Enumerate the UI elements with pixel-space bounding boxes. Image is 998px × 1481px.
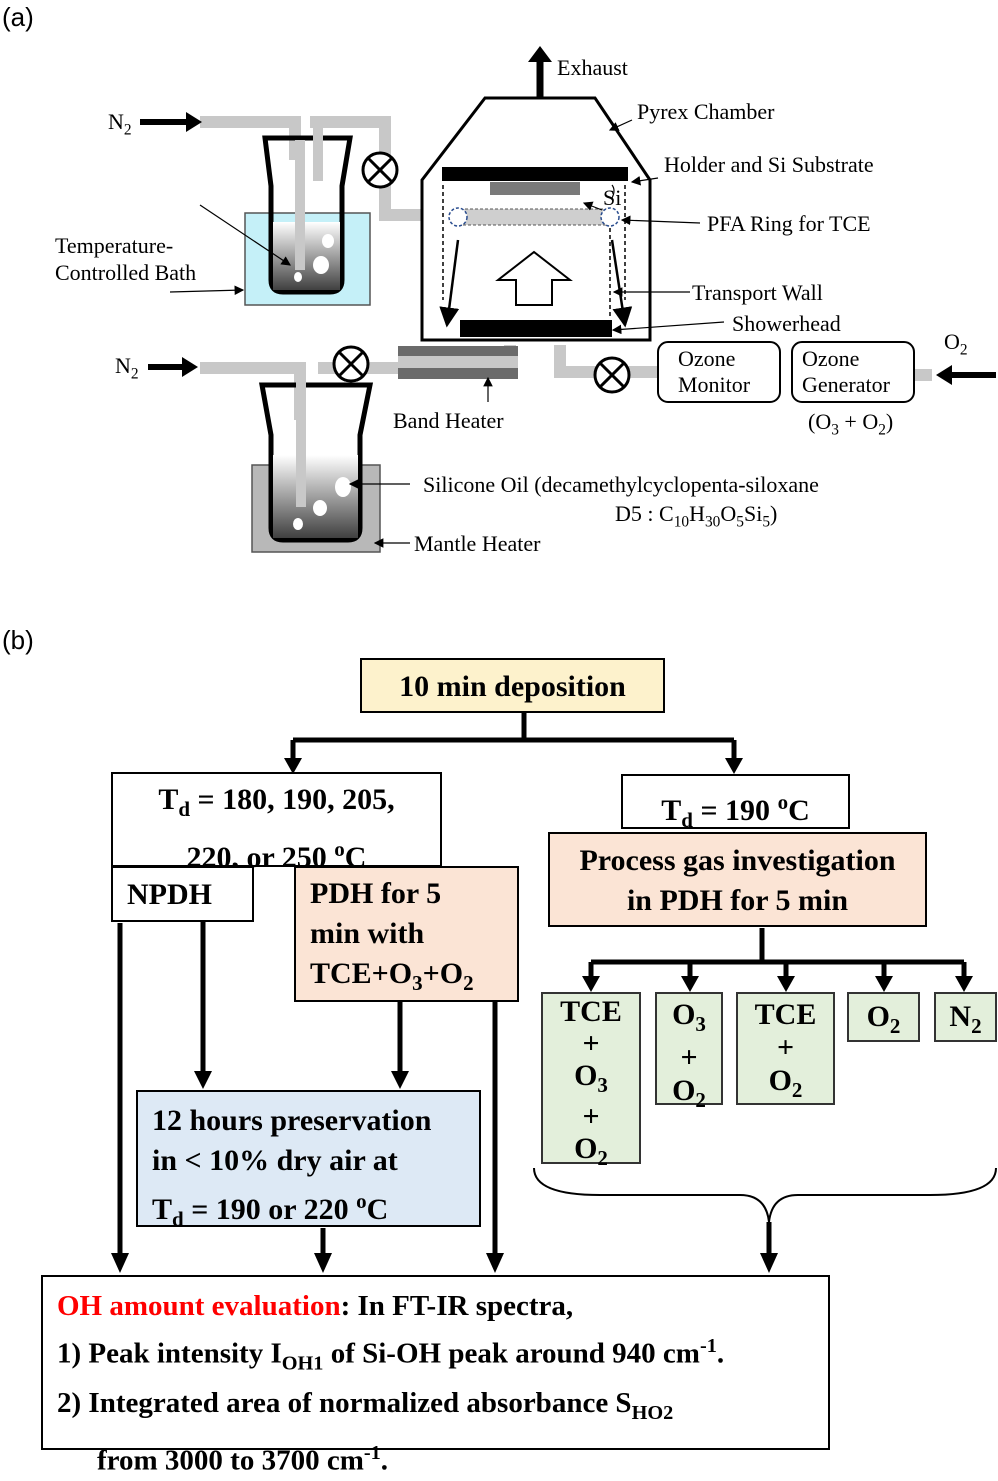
silicone-oil-label: Silicone Oil (decamethylcyclopenta-silox… <box>423 472 819 497</box>
ozone-monitor-label-2: Monitor <box>678 372 751 397</box>
gas-box-tce-o3-o2: TCE + O3 + O2 <box>541 992 641 1170</box>
exhaust-arrow <box>528 46 552 100</box>
valve-icon <box>593 356 631 394</box>
ozone-generator-label-1: Ozone <box>802 346 860 371</box>
ozone-generator-box <box>791 341 915 403</box>
oh-evaluation-box: OH amount evaluation: In FT-IR spectra, … <box>41 1275 830 1477</box>
pdh-tce-box: PDH for 5 min with TCE+O3+O2 <box>294 866 519 1002</box>
transport-wall-label: Transport Wall <box>692 280 823 305</box>
holder-bar <box>442 167 628 181</box>
flow-up-arrow <box>495 250 573 306</box>
flowchart-connectors <box>111 712 997 1273</box>
gas-box-o2: O2 <box>847 992 920 1042</box>
gas-box-o3-o2: O3 + O2 <box>655 992 723 1112</box>
ozone-generator-label-2: Generator <box>802 372 890 397</box>
panel-a-label: (a) <box>2 2 34 32</box>
o3-o2-label: (O3 + O2) <box>808 409 894 439</box>
ozone-monitor-box <box>657 341 781 403</box>
si-substrate <box>490 182 580 195</box>
si-label: Si <box>603 185 622 210</box>
deposition-box: 10 min deposition <box>360 658 665 713</box>
pyrex-chamber-label: Pyrex Chamber <box>637 99 775 124</box>
gas-box-tce-o2: TCE + O2 <box>736 992 835 1105</box>
apparatus-diagram <box>140 46 996 553</box>
td-190-box: Td = 190 oC <box>621 774 850 832</box>
transport-wall <box>442 185 626 318</box>
holder-label: Holder and Si Substrate <box>664 152 874 177</box>
oh-evaluation-title: OH amount evaluation <box>57 1290 341 1322</box>
mantle-heater-label: Mantle Heater <box>414 531 541 556</box>
td-range-box: Td = 180, 190, 205, 220, or 250 oC <box>111 772 442 874</box>
pfa-ring-label: PFA Ring for TCE <box>707 211 871 236</box>
pfa-ring-left <box>448 207 468 227</box>
d5-formula-label: D5 : C10H30O5Si5) <box>615 501 778 531</box>
beaker-2 <box>259 382 374 543</box>
beaker-1 <box>262 135 353 295</box>
curly-brace <box>533 1167 997 1223</box>
pfa-ring-right <box>600 207 620 227</box>
bath-label-line1: Temperature- <box>55 233 174 258</box>
valve-icon <box>361 151 399 189</box>
band-heater-label: Band Heater <box>393 408 504 433</box>
n2-bottom-label: N2 <box>115 353 139 383</box>
bath-label-line2: Controlled Bath <box>55 260 197 285</box>
valve-icon <box>332 345 370 383</box>
exhaust-label: Exhaust <box>557 55 628 80</box>
ozone-monitor-label-1: Ozone <box>678 346 736 371</box>
showerhead <box>460 320 612 337</box>
showerhead-label: Showerhead <box>732 311 841 336</box>
o2-inlet-label: O2 <box>944 329 968 359</box>
process-gas-box: Process gas investigation in PDH for 5 m… <box>548 832 927 927</box>
npdh-box: NPDH <box>111 866 254 922</box>
gas-box-n2: N2 <box>934 992 997 1042</box>
preservation-box: 12 hours preservation in < 10% dry air a… <box>136 1090 481 1231</box>
panel-b-label: (b) <box>2 625 34 655</box>
n2-top-label: N2 <box>108 109 132 139</box>
